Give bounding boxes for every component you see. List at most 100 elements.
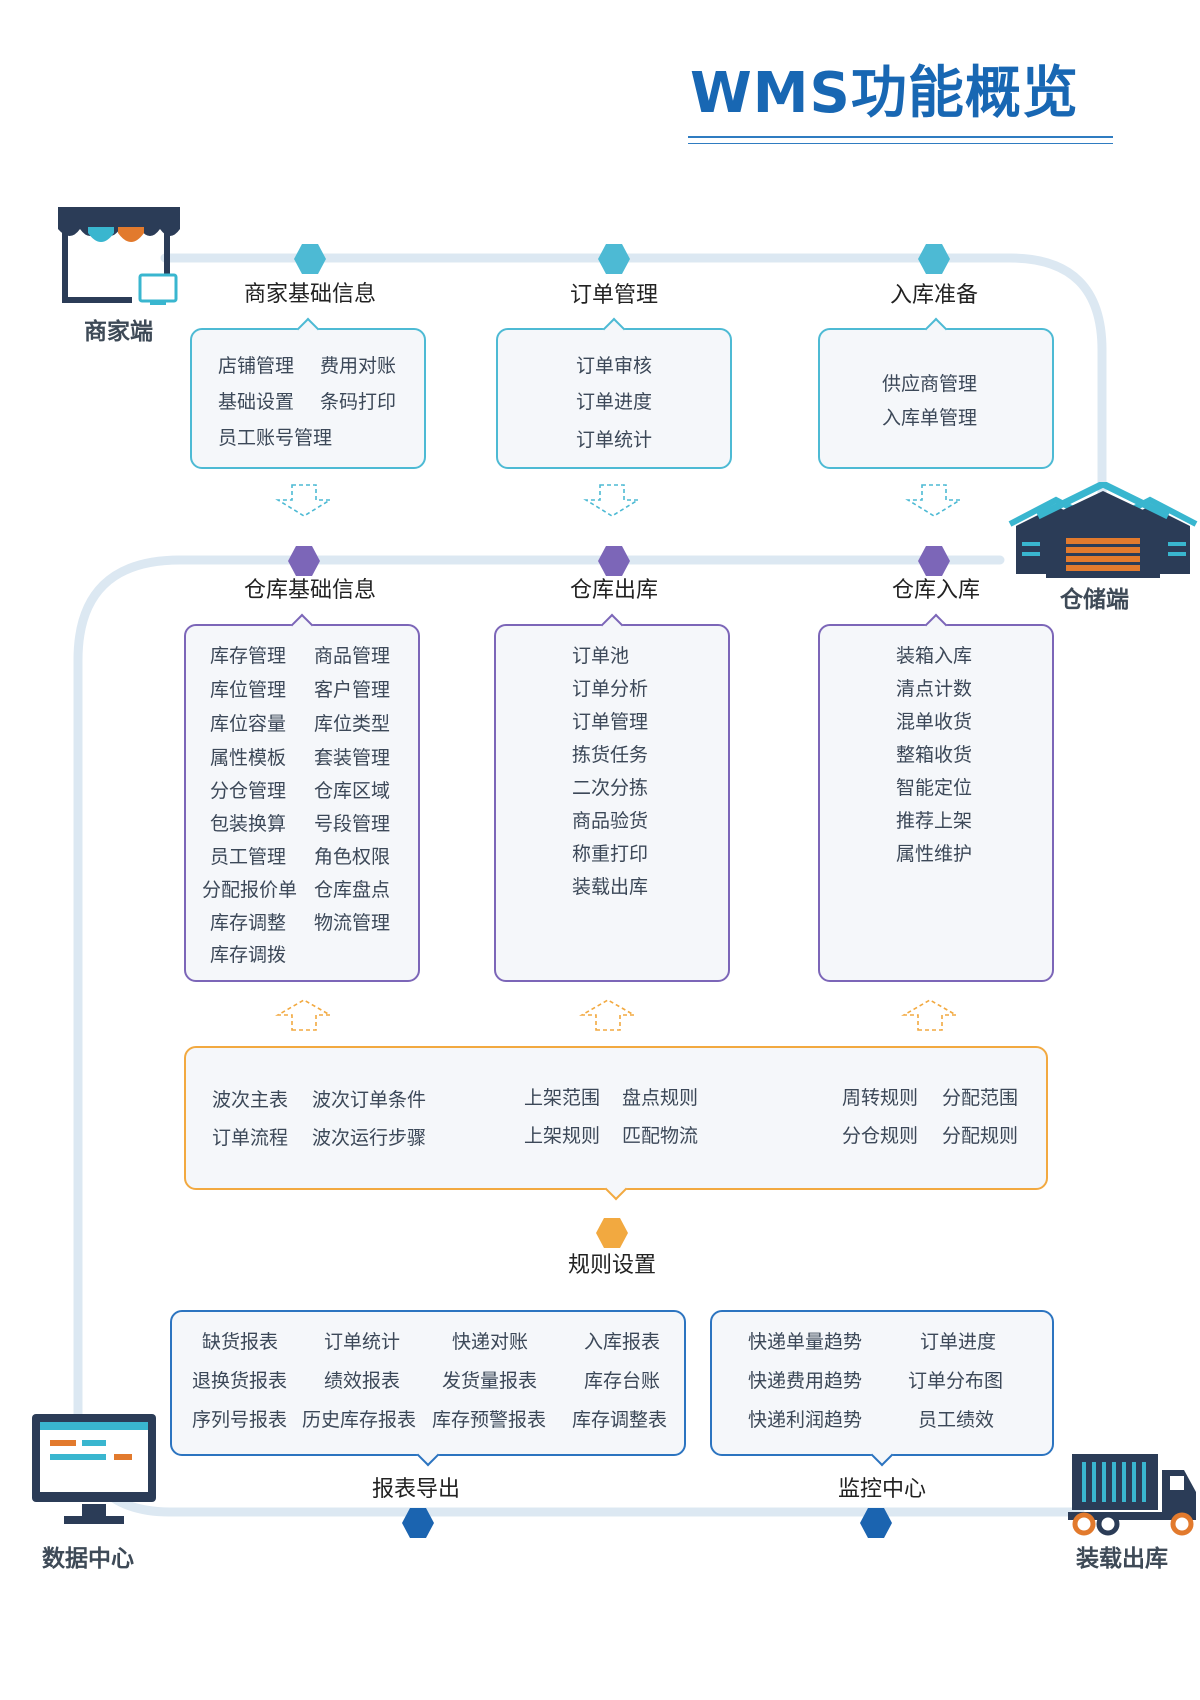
report-item: 快递对账: [452, 1331, 529, 1353]
monitor-label: 监控中心: [837, 1477, 926, 1502]
rule-item: 订单流程: [212, 1127, 289, 1149]
list-item: 库存管理: [210, 645, 287, 667]
monitor-item: 快递利润趋势: [748, 1409, 863, 1431]
monitor-item: 订单进度: [920, 1331, 997, 1353]
title-underline-thin: [688, 143, 1113, 144]
hex-marker-inbound: [918, 546, 950, 576]
report-item: 绩效报表: [324, 1370, 401, 1392]
list-item: 套装管理: [314, 747, 391, 769]
top-track: [160, 253, 1107, 505]
monitor-item: 快递单量趋势: [748, 1331, 863, 1353]
rule-item: 分配规则: [942, 1125, 1019, 1147]
list-item: 店铺管理: [218, 355, 295, 377]
report-item: 订单统计: [324, 1331, 401, 1353]
list-item: 订单进度: [576, 391, 653, 413]
report-item: 入库报表: [584, 1331, 661, 1353]
list-item: 基础设置: [218, 391, 295, 413]
outbound-box: 订单池 订单分析 订单管理 拣货任务 二次分拣 商品验货 称重打印 装载出库: [494, 613, 730, 982]
warehouse-info-label: 仓库基础信息: [243, 578, 376, 603]
inbound-prep-label: 入库准备: [889, 283, 978, 308]
list-item: 员工管理: [210, 846, 287, 868]
list-item: 费用对账: [320, 355, 397, 377]
list-item: 物流管理: [314, 912, 391, 934]
list-item: 客户管理: [314, 679, 391, 701]
rule-item: 上架规则: [524, 1125, 601, 1147]
down-arrows: [275, 484, 963, 517]
order-mgmt-box: 订单审核 订单进度 订单统计: [496, 317, 732, 469]
rule-item: 波次主表: [212, 1089, 289, 1111]
rule-item: 波次运行步骤: [312, 1127, 427, 1149]
list-item: 库存调整: [210, 912, 287, 934]
list-item: 仓库盘点: [314, 879, 391, 901]
list-item: 装箱入库: [896, 645, 973, 667]
monitor-item: 快递费用趋势: [748, 1370, 863, 1392]
down-arrow-1: [275, 484, 333, 517]
hex-marker-merchant-info: [294, 244, 326, 274]
list-item: 条码打印: [320, 391, 397, 413]
down-arrow-2: [583, 484, 641, 517]
list-item: 库位管理: [210, 679, 287, 701]
list-item: 员工账号管理: [218, 427, 333, 449]
merchant-info-box: 店铺管理 费用对账 基础设置 条码打印 员工账号管理: [190, 317, 426, 469]
report-item: 缺货报表: [202, 1331, 279, 1353]
loading-label: 装载出库: [1076, 1546, 1168, 1572]
inbound-label: 仓库入库: [891, 578, 980, 603]
list-item: 订单审核: [576, 355, 653, 377]
list-item: 装载出库: [572, 876, 649, 898]
storefront-icon: [56, 207, 184, 307]
list-item: 仓库区域: [314, 780, 391, 802]
list-item: 号段管理: [314, 813, 391, 835]
report-item: 序列号报表: [192, 1409, 288, 1431]
truck-icon: [1066, 1452, 1200, 1538]
hex-marker-monitor: [860, 1508, 892, 1538]
merchant-info-label: 商家基础信息: [243, 282, 376, 307]
list-item: 分配报价单: [202, 879, 298, 901]
rules-label: 规则设置: [567, 1253, 656, 1278]
list-item: 供应商管理: [882, 373, 978, 395]
report-item: 发货量报表: [442, 1370, 538, 1392]
monitor-icon: [30, 1412, 158, 1530]
hex-marker-rules: [596, 1218, 628, 1248]
list-item: 订单管理: [572, 711, 649, 733]
monitor-box: 快递单量趋势 订单进度 快递费用趋势 订单分布图 快递利润趋势 员工绩效: [710, 1310, 1054, 1467]
rule-item: 盘点规则: [622, 1087, 699, 1109]
list-item: 订单池: [572, 645, 630, 667]
rule-item: 分仓规则: [842, 1125, 919, 1147]
rules-box: 波次主表 波次订单条件 订单流程 波次运行步骤 上架范围 盘点规则 上架规则 匹…: [184, 1046, 1048, 1201]
warehouse-info-box: 库存管理 商品管理 库位管理 客户管理 库位容量 库位类型 属性模板 套装管理 …: [184, 613, 420, 982]
hex-marker-reports: [402, 1508, 434, 1538]
list-item: 清点计数: [896, 678, 973, 700]
inbound-box: 装箱入库 清点计数 混单收货 整箱收货 智能定位 推荐上架 属性维护: [818, 613, 1054, 982]
list-item: 库位类型: [314, 713, 391, 735]
list-item: 推荐上架: [896, 810, 973, 832]
monitor-item: 订单分布图: [908, 1370, 1004, 1392]
list-item: 属性模板: [210, 747, 287, 769]
report-item: 库存预警报表: [432, 1409, 547, 1431]
merchant-label: 商家端: [84, 319, 153, 345]
page-title: WMS功能概览: [690, 61, 1079, 126]
hex-marker-order-mgmt: [598, 244, 630, 274]
rule-item: 周转规则: [842, 1087, 919, 1109]
list-item: 整箱收货: [896, 744, 973, 766]
rule-item: 匹配物流: [622, 1125, 699, 1147]
up-arrow-3: [901, 999, 959, 1031]
list-item: 订单分析: [572, 678, 649, 700]
report-item: 库存台账: [584, 1370, 661, 1392]
list-item: 二次分拣: [572, 777, 649, 799]
title-underline: [688, 136, 1113, 138]
warehouse-label: 仓储端: [1060, 587, 1129, 613]
warehouse-icon: [1008, 480, 1198, 582]
order-mgmt-label: 订单管理: [569, 283, 658, 308]
report-item: 历史库存报表: [302, 1409, 417, 1431]
list-item: 分仓管理: [210, 780, 287, 802]
list-item: 商品验货: [572, 810, 649, 832]
hex-marker-outbound: [598, 546, 630, 576]
list-item: 角色权限: [314, 846, 391, 868]
list-item: 拣货任务: [572, 744, 649, 766]
list-item: 入库单管理: [882, 407, 978, 429]
up-arrows: [275, 999, 959, 1031]
list-item: 库存调拨: [210, 944, 287, 966]
up-arrow-2: [579, 999, 637, 1031]
report-item: 库存调整表: [572, 1409, 668, 1431]
